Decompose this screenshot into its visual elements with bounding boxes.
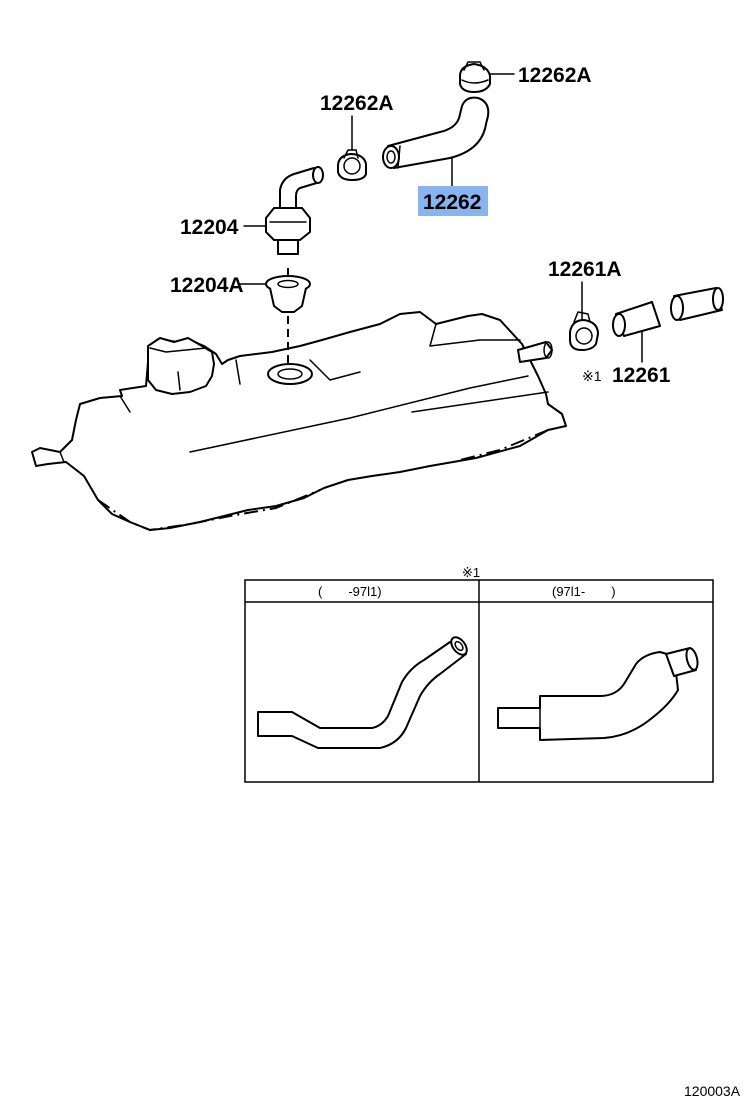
- cylinder-head-cover: [31, 311, 567, 532]
- label-12204[interactable]: 12204: [180, 216, 239, 239]
- inset-table: ※1 ( -97l1) (97l1- ): [244, 565, 714, 783]
- hose-variant-late: [497, 647, 699, 741]
- hose-clamp-12261A[interactable]: [569, 311, 599, 351]
- ventilation-hose-12262[interactable]: [382, 96, 490, 169]
- label-12262A-top[interactable]: 12262A: [518, 64, 592, 87]
- pcv-grommet-12204A[interactable]: [265, 275, 311, 313]
- inset-col2-header: (97l1- ): [552, 584, 616, 599]
- figure-id: 120003A: [684, 1083, 741, 1099]
- label-12204A[interactable]: 12204A: [170, 274, 244, 297]
- pcv-valve-12204[interactable]: [265, 166, 324, 255]
- label-12261[interactable]: 12261: [612, 364, 671, 387]
- leader-lines: [239, 73, 643, 363]
- inset-col1-header: ( -97l1): [318, 584, 382, 599]
- hose-clamp-12262A-top[interactable]: [459, 61, 491, 93]
- label-12262A-left[interactable]: 12262A: [320, 92, 394, 115]
- highlight-12262: [418, 186, 488, 216]
- label-12262[interactable]: 12262: [423, 191, 481, 214]
- label-12261A[interactable]: 12261A: [548, 258, 622, 281]
- hose-clamp-12262A-left[interactable]: [337, 149, 367, 181]
- hose-variant-early: [257, 636, 468, 749]
- ventilation-hose-12261[interactable]: [612, 287, 724, 337]
- inset-note-mark: ※1: [462, 565, 480, 580]
- note-mark-side: ※1: [582, 368, 602, 384]
